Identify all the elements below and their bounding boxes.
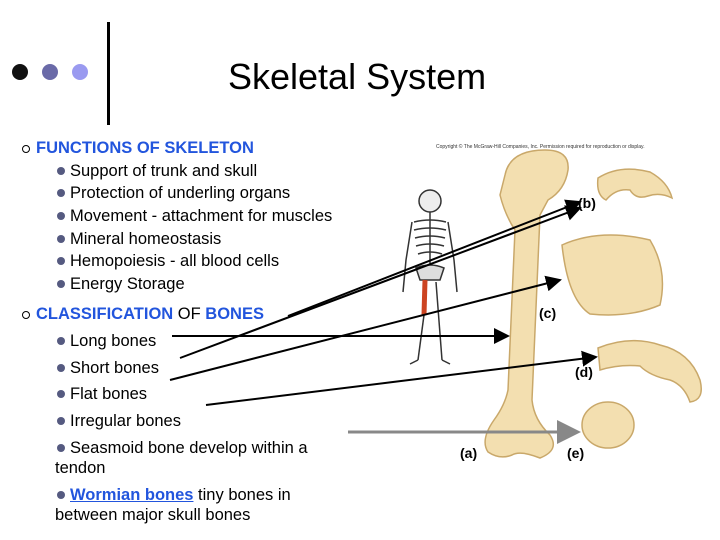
- title-divider: [107, 22, 110, 125]
- function-item: Mineral homeostasis: [20, 229, 380, 250]
- bone-type-item-wormian: Wormian bones tiny bones in between majo…: [20, 485, 325, 526]
- bone-type-item: Seasmoid bone develop within a tendon: [20, 438, 355, 479]
- wormian-bones-link[interactable]: Wormian bones: [70, 485, 194, 504]
- bone-type-item: Long bones: [20, 331, 380, 352]
- function-item: Protection of underling organs: [20, 183, 380, 204]
- section-functions: FUNCTIONS OF SKELETON: [20, 138, 380, 159]
- classification-heading: CLASSIFICATION: [36, 305, 174, 324]
- slide-body: FUNCTIONS OF SKELETON Support of trunk a…: [20, 136, 380, 526]
- slide-title: Skeletal System: [228, 56, 487, 97]
- classification-of: OF: [173, 305, 206, 324]
- long-bone-icon: [484, 149, 569, 459]
- function-item: Hemopoiesis - all blood cells: [20, 251, 380, 272]
- irregular-bone-icon: [597, 339, 702, 403]
- dot-light: [72, 64, 88, 80]
- label-d: (d): [575, 364, 593, 380]
- function-item: Support of trunk and skull: [20, 161, 380, 182]
- bone-type-item: Short bones: [20, 358, 380, 379]
- short-bone-icon: [596, 168, 674, 201]
- copyright-notice: Copyright © The McGraw-Hill Companies, I…: [436, 144, 645, 150]
- decorative-dots: [12, 64, 88, 80]
- functions-heading: FUNCTIONS OF SKELETON: [36, 139, 254, 157]
- label-a: (a): [460, 445, 478, 461]
- dot-dark: [12, 64, 28, 80]
- flat-bone-icon: [561, 234, 664, 316]
- bone-type-item: Irregular bones: [20, 411, 380, 432]
- bones-heading: BONES: [205, 305, 264, 324]
- section-classification: CLASSIFICATION OF BONES: [20, 304, 380, 325]
- skeleton-icon: [402, 189, 458, 365]
- bone-type-item: Flat bones: [20, 384, 380, 405]
- label-b: (b): [578, 195, 596, 211]
- label-e: (e): [567, 445, 585, 461]
- label-c: (c): [539, 305, 557, 321]
- function-item: Energy Storage: [20, 274, 380, 295]
- femur-highlight: [421, 279, 428, 316]
- sesamoid-bone-icon: [581, 401, 635, 449]
- dot-medium: [42, 64, 58, 80]
- wormian-description: tiny bones in between major skull bones: [55, 485, 291, 525]
- function-item: Movement - attachment for muscles: [20, 206, 380, 227]
